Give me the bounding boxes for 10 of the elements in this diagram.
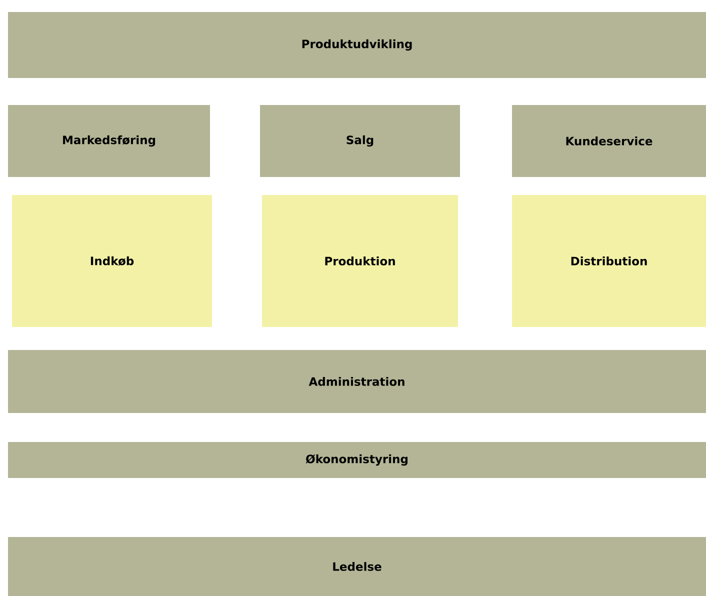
area-band: Administration	[8, 350, 706, 413]
area-box: Produktion	[262, 194, 458, 327]
area-band: Ledelse	[8, 536, 706, 596]
area-band: Kundeservice	[512, 105, 706, 177]
area-band: Økonomistyring	[8, 442, 706, 478]
area-band: Markedsføring	[8, 105, 210, 177]
area-box: Indkøb	[12, 194, 212, 327]
area-box: Distribution	[512, 194, 706, 327]
area-band: Salg	[260, 105, 460, 177]
area-band: Produktudvikling	[8, 12, 706, 78]
